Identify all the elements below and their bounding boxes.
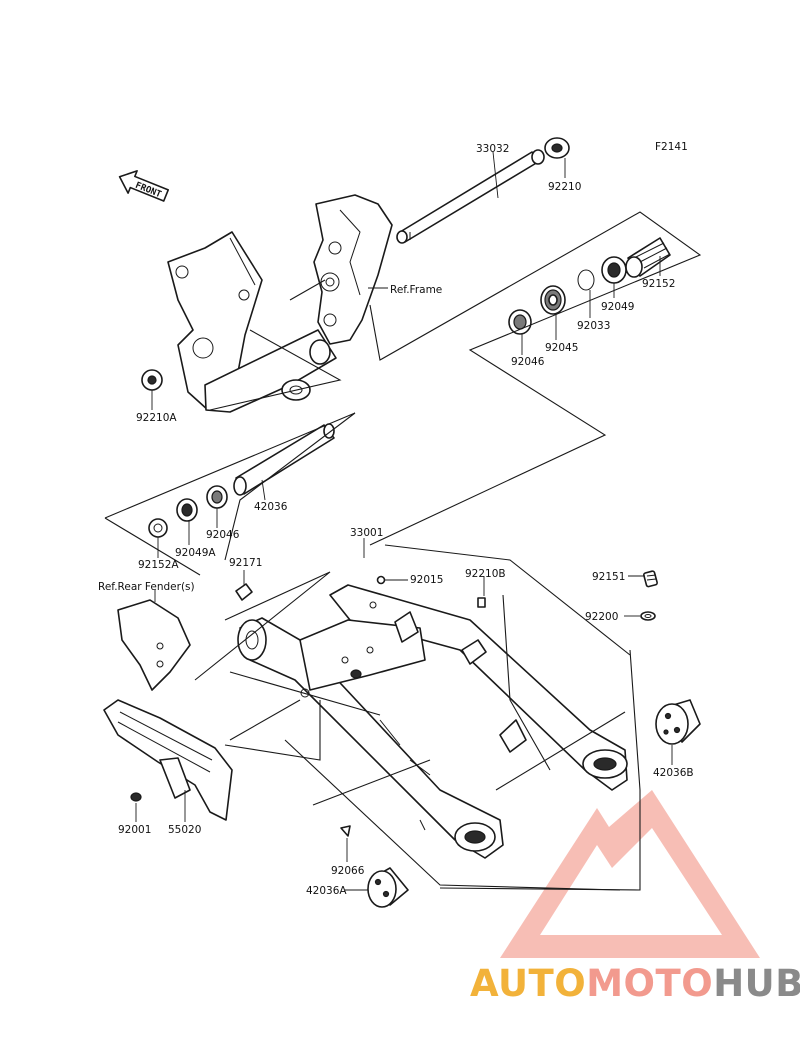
collar-92210-icon [544,137,570,159]
watermark-text: AUTOMOTOHUB [470,962,800,1005]
label-92210A: 92210A [136,412,177,424]
washer-92200-icon [640,611,656,621]
bolt-92151-icon [643,570,658,588]
label-33001: 33001 [350,527,383,539]
bolt-92015-icon [376,575,386,585]
eccentric-42036B-icon [655,699,701,745]
label-92046-mid: 92046 [206,529,240,541]
label-92015: 92015 [410,574,443,586]
figure-code: F2141 [655,141,688,153]
label-92066: 92066 [331,865,365,877]
nut-92210-icon [531,149,545,165]
collar-92049-icon [601,256,627,284]
dust-seal-92152A-icon [148,518,168,538]
ball-bearing-92045-icon [540,285,566,315]
leader-lines [135,151,673,891]
collar-92210A-icon [141,369,163,391]
label-92045: 92045 [545,342,578,354]
label-92151: 92151 [592,571,625,583]
frame-right-plate [313,194,393,345]
label-33032: 33032 [476,143,509,155]
label-42036: 42036 [254,501,288,513]
circlip-92033-icon [577,269,595,291]
dust-seal-92152-icon [625,237,671,278]
watermark-hub: HUB [713,962,800,1005]
label-92210B: 92210B [465,568,506,580]
screw-92066-icon [340,825,351,837]
label-92001: 92001 [118,824,151,836]
label-92033: 92033 [577,320,610,332]
label-92210: 92210 [548,181,581,193]
frame-cross-member [204,329,337,413]
label-ref-frame: Ref.Frame [390,284,442,296]
label-92152A: 92152A [138,559,179,571]
needle-bearing-92046-lower-icon [206,485,228,509]
sleeve-42036 [233,423,335,496]
label-92046-top: 92046 [511,356,545,368]
label-ref-rear-fender: Ref.Rear Fender(s) [98,581,195,593]
label-92049: 92049 [601,301,634,313]
collar-92049A-icon [176,498,198,522]
rear-fender-guard [117,599,191,691]
label-42036A: 42036A [306,885,347,897]
label-92200: 92200 [585,611,618,623]
label-92152: 92152 [642,278,675,290]
bolt-92210B-icon [477,597,486,608]
eccentric-42036A-icon [367,867,409,908]
watermark-auto: AUTO [470,962,587,1005]
label-92171: 92171 [229,557,262,569]
swingarm-33001 [237,584,628,859]
pivot-shaft [396,151,539,244]
label-92049A: 92049A [175,547,216,559]
label-55020: 55020 [168,824,201,836]
watermark-moto: MOTO [586,962,714,1005]
label-42036B: 42036B [653,767,694,779]
chain-guard-55020 [103,699,233,821]
watermark-logo-icon [500,790,760,958]
nut-icon [350,669,362,679]
bolt-92001-icon [130,792,142,802]
needle-bearing-92046-icon [508,309,532,335]
clip-92171-icon [235,583,253,601]
diagram-guide-lines [104,211,702,891]
front-direction-arrow-icon: FRONT [118,170,170,202]
